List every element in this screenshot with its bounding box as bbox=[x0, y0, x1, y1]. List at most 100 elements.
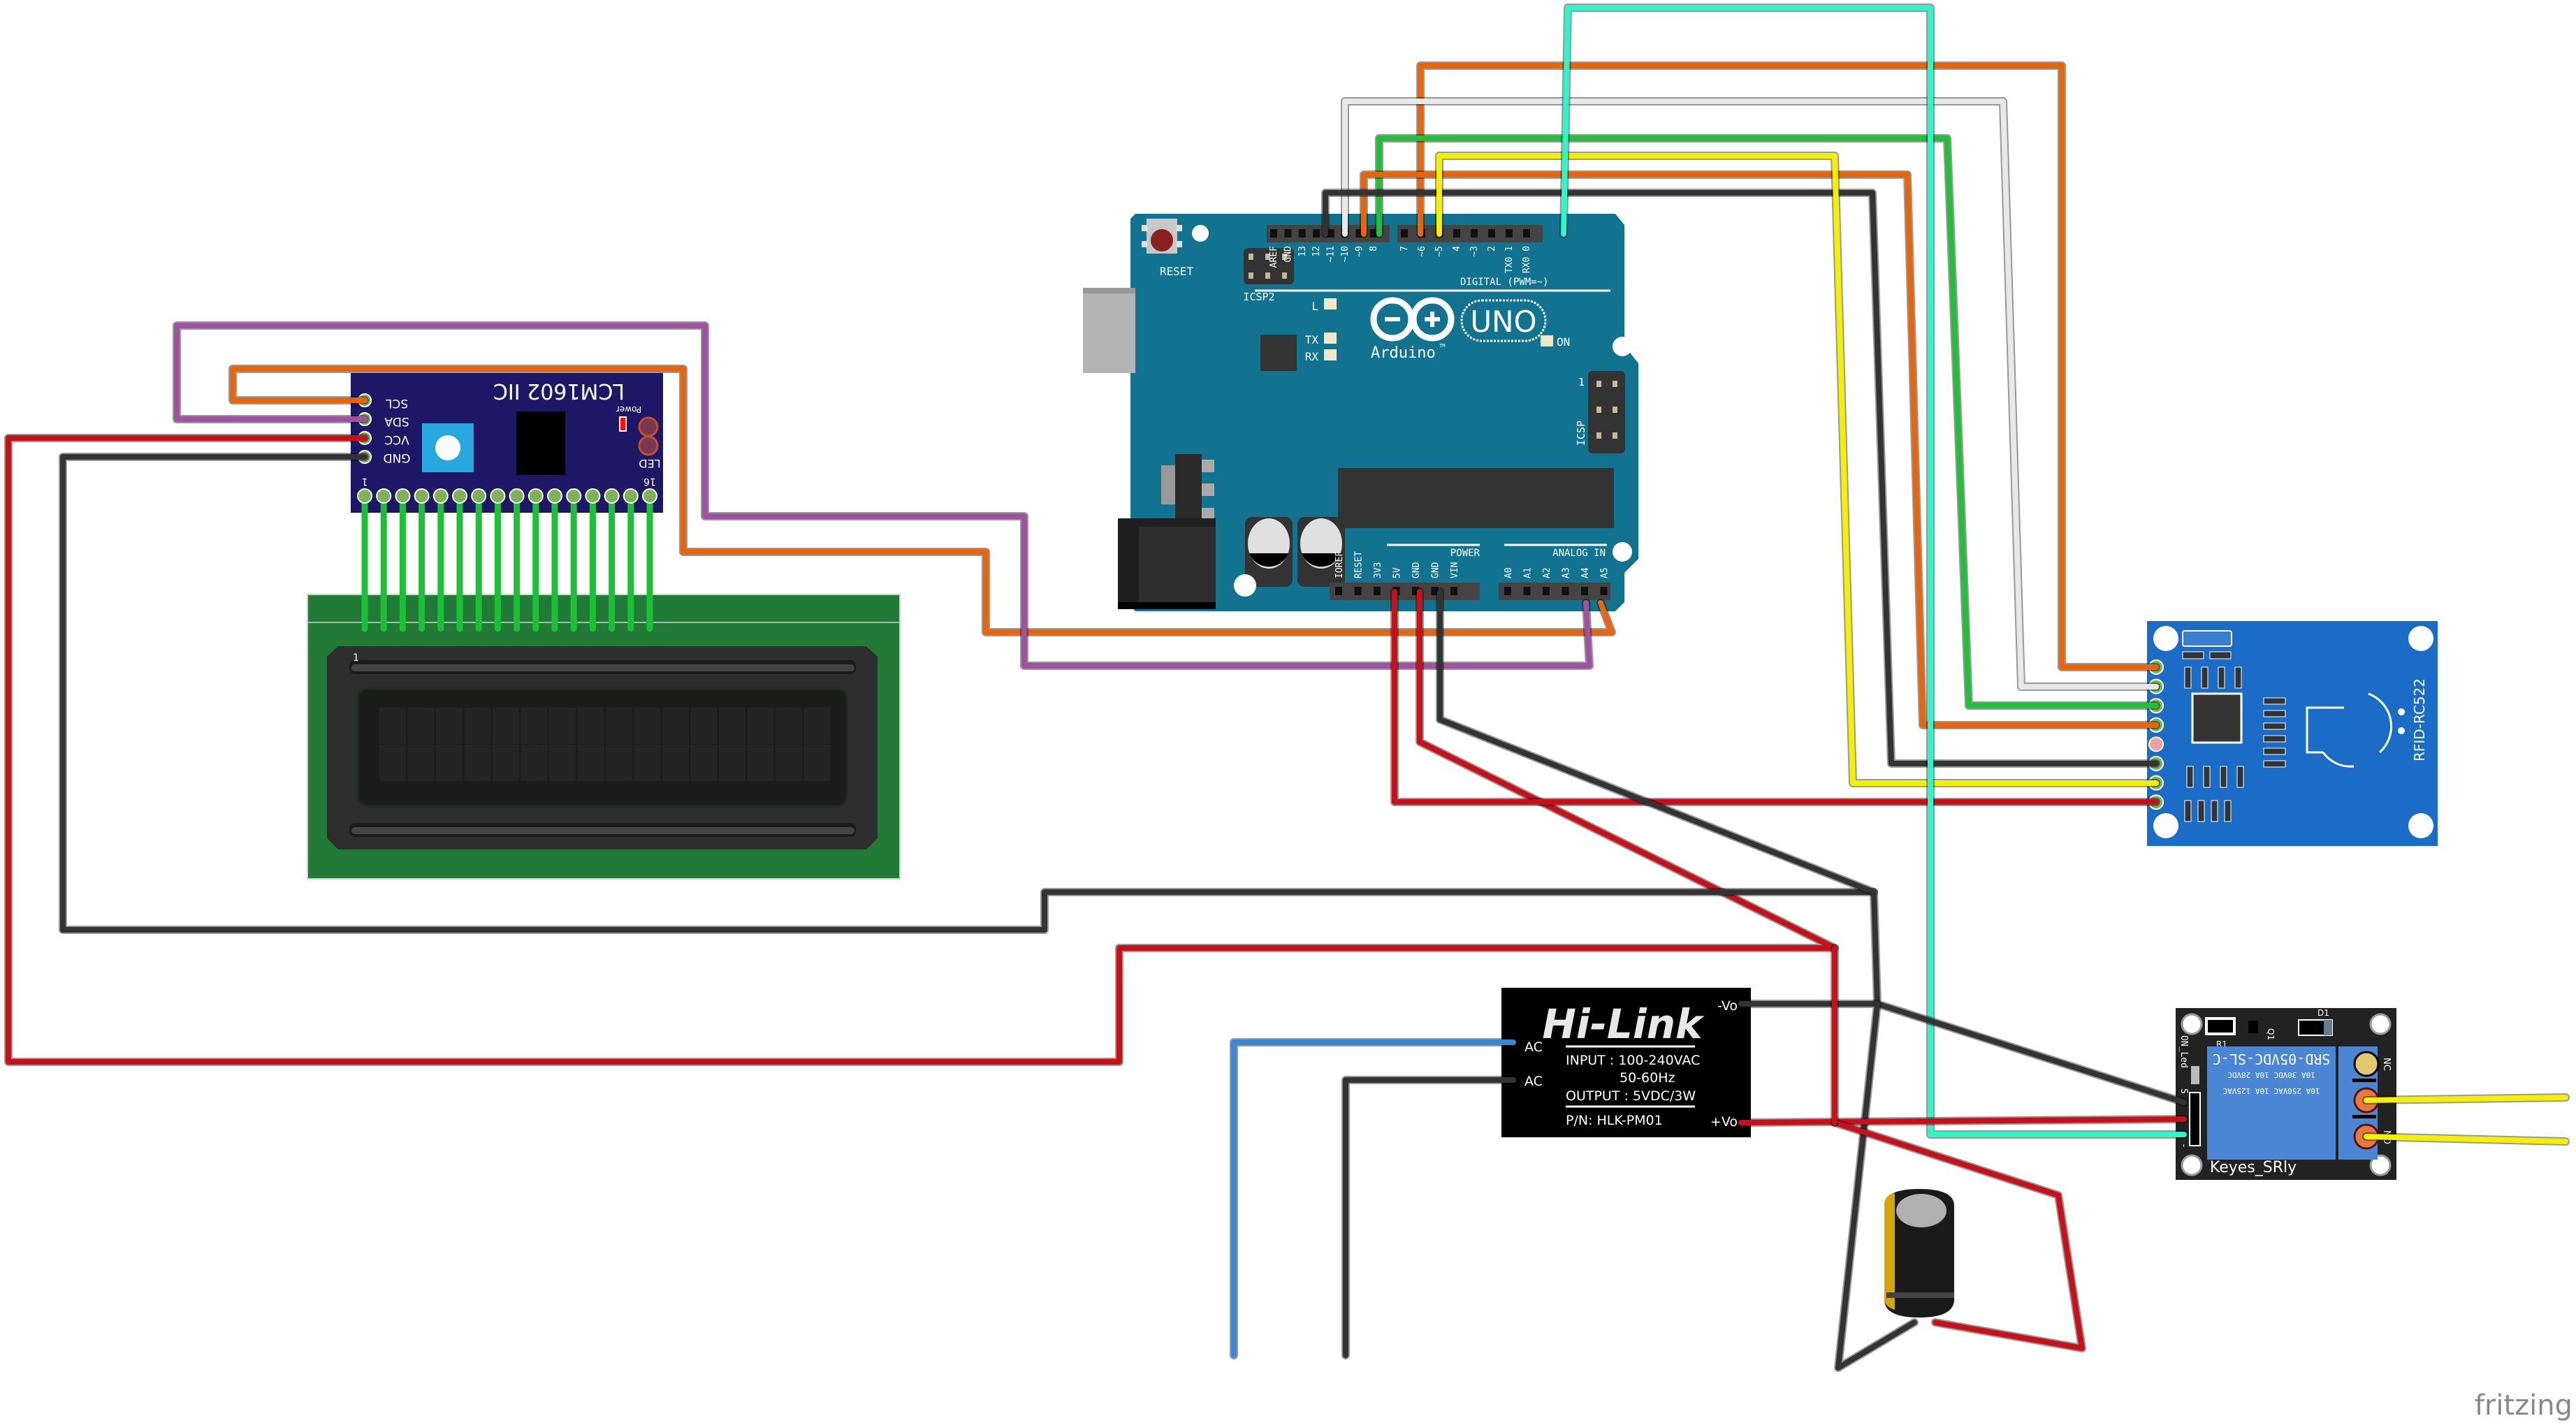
digital-socket[interactable] bbox=[1369, 229, 1377, 238]
digital-socket[interactable] bbox=[1471, 229, 1478, 238]
digital-socket[interactable] bbox=[1355, 229, 1363, 238]
usb-chip bbox=[1260, 335, 1297, 371]
power-socket[interactable] bbox=[1335, 587, 1342, 595]
lcd-pin[interactable] bbox=[604, 488, 620, 504]
lcd-pin[interactable] bbox=[414, 488, 430, 504]
wire-relay-signal[interactable] bbox=[1561, 5, 2187, 1137]
lcd-pin[interactable] bbox=[395, 488, 411, 504]
rfid-pin[interactable] bbox=[2148, 736, 2164, 752]
led-l-label: L bbox=[1311, 300, 1318, 313]
analog-socket[interactable] bbox=[1600, 587, 1608, 595]
lcd-pin[interactable] bbox=[376, 488, 392, 504]
wire-gnd[interactable] bbox=[60, 454, 1877, 933]
wire-hilink-vpos[interactable] bbox=[1738, 1116, 2187, 1125]
pin-label-vcc: VCC bbox=[384, 432, 409, 446]
digital-socket[interactable] bbox=[1401, 229, 1408, 238]
power-pin-label: GND bbox=[1431, 562, 1441, 578]
wire-rfid-mosi[interactable] bbox=[1376, 136, 2159, 708]
lcd-pin[interactable] bbox=[432, 488, 449, 504]
analog-socket[interactable] bbox=[1523, 587, 1531, 595]
lcd-cell bbox=[521, 745, 548, 781]
lcd-cell bbox=[436, 708, 463, 744]
wire-ac2[interactable] bbox=[1343, 1077, 1516, 1358]
lcd-16x2-display[interactable]: 1 bbox=[307, 594, 901, 880]
analog-label: ANALOG IN bbox=[1552, 548, 1606, 559]
svg-text:D1: D1 bbox=[2317, 1008, 2329, 1018]
wire-rfid-sck[interactable] bbox=[1342, 98, 2159, 689]
analog-socket[interactable] bbox=[1543, 587, 1550, 595]
power-pin-label: 5V bbox=[1392, 567, 1403, 578]
wire-scl[interactable] bbox=[230, 366, 1615, 635]
wire-hilink-vneg[interactable] bbox=[1738, 1001, 1917, 1371]
lcd-pin[interactable] bbox=[452, 488, 467, 504]
wire-rfid-rst[interactable] bbox=[1436, 153, 2159, 786]
wire-relay-out2[interactable] bbox=[2364, 1134, 2568, 1144]
analog-socket[interactable] bbox=[1562, 587, 1569, 595]
wire-rfid-sda[interactable] bbox=[1418, 63, 2159, 670]
lcd-pin[interactable] bbox=[527, 488, 544, 504]
digital-socket[interactable] bbox=[1488, 229, 1495, 238]
digital-socket[interactable] bbox=[1313, 229, 1320, 238]
mount-hole bbox=[1613, 337, 1632, 356]
digital-socket[interactable] bbox=[1298, 229, 1306, 238]
reset-button[interactable] bbox=[1142, 219, 1182, 254]
wire-rfid-3v3[interactable] bbox=[1392, 589, 2159, 805]
svg-text:S: S bbox=[2178, 1088, 2189, 1094]
lcd-cell bbox=[606, 745, 632, 781]
rfid-rc522[interactable]: RFID-RC522 bbox=[2147, 621, 2438, 846]
relay-module[interactable]: R1 Q1 D1 SRD-05VDC-SL-C 10A 30VDC 10A 28… bbox=[2176, 1008, 2396, 1180]
digital-pin-label: 12 bbox=[1311, 246, 1322, 257]
lcd-i2c-backpack[interactable]: LCM1602 IIC Power LED SCL SDA VCC GND 1 … bbox=[351, 373, 663, 632]
lcd-pin[interactable] bbox=[566, 488, 582, 504]
digital-socket[interactable] bbox=[1270, 229, 1277, 238]
wire-relay-out1[interactable] bbox=[2364, 1095, 2568, 1103]
power-socket[interactable] bbox=[1450, 587, 1457, 595]
terminal-nc[interactable] bbox=[2353, 1051, 2380, 1077]
digital-socket[interactable] bbox=[1523, 229, 1530, 238]
analog-socket[interactable] bbox=[1504, 587, 1511, 595]
lcd-pin[interactable] bbox=[547, 488, 562, 504]
wire-rfid-gnd[interactable] bbox=[1323, 190, 2159, 766]
analog-socket[interactable] bbox=[1581, 587, 1588, 595]
power-socket[interactable] bbox=[1374, 587, 1381, 595]
digital-socket[interactable] bbox=[1327, 229, 1334, 238]
lcd-cell bbox=[747, 745, 774, 781]
analog-header[interactable] bbox=[1499, 583, 1610, 600]
wire-gnd-trunk[interactable] bbox=[1437, 589, 2187, 1105]
digital-pin-label: 8 bbox=[1369, 246, 1379, 251]
power-socket[interactable] bbox=[1431, 587, 1439, 595]
hilink-power-module[interactable]: Hi-Link INPUT : 100-240VAC 50-60Hz OUTPU… bbox=[1501, 988, 1751, 1137]
on-led-label: ON_Led bbox=[2178, 1035, 2189, 1068]
lcd-pin[interactable] bbox=[585, 488, 601, 504]
digital-socket[interactable] bbox=[1506, 229, 1513, 238]
electrolytic-capacitor[interactable] bbox=[1884, 1189, 1954, 1318]
lcd-pin[interactable] bbox=[623, 488, 639, 504]
wire-vcc[interactable] bbox=[6, 435, 1838, 1065]
wire-sda[interactable] bbox=[174, 323, 1592, 669]
wire-ac1[interactable] bbox=[1231, 1039, 1516, 1358]
led-rx bbox=[1324, 349, 1337, 360]
digital-socket[interactable] bbox=[1453, 229, 1460, 238]
digital-pin-label: ~11 bbox=[1326, 246, 1337, 262]
wire-hilink-cap[interactable] bbox=[1832, 1120, 2085, 1351]
uno-badge bbox=[1460, 299, 1547, 342]
relay-input-header[interactable] bbox=[2189, 1092, 2201, 1146]
pin-label-sda: SDA bbox=[384, 414, 409, 428]
lcd-pin[interactable] bbox=[471, 488, 487, 504]
lcd-16-pin-header[interactable] bbox=[357, 488, 657, 632]
digital-socket[interactable] bbox=[1284, 229, 1292, 238]
lcd-pin[interactable] bbox=[509, 488, 525, 504]
led-jumper[interactable] bbox=[638, 416, 659, 456]
power-socket[interactable] bbox=[1412, 587, 1419, 595]
i2c-chip bbox=[516, 411, 565, 475]
analog-pin-label: A4 bbox=[1580, 567, 1591, 578]
power-socket[interactable] bbox=[1354, 587, 1362, 595]
lcd-pin[interactable] bbox=[357, 488, 372, 504]
lcd-i2c-power-label: Power bbox=[616, 404, 641, 414]
lcd-pin[interactable] bbox=[490, 488, 506, 504]
lcd-pin[interactable] bbox=[642, 488, 657, 504]
on-led bbox=[2191, 1066, 2199, 1084]
lcd-cell bbox=[379, 745, 406, 781]
